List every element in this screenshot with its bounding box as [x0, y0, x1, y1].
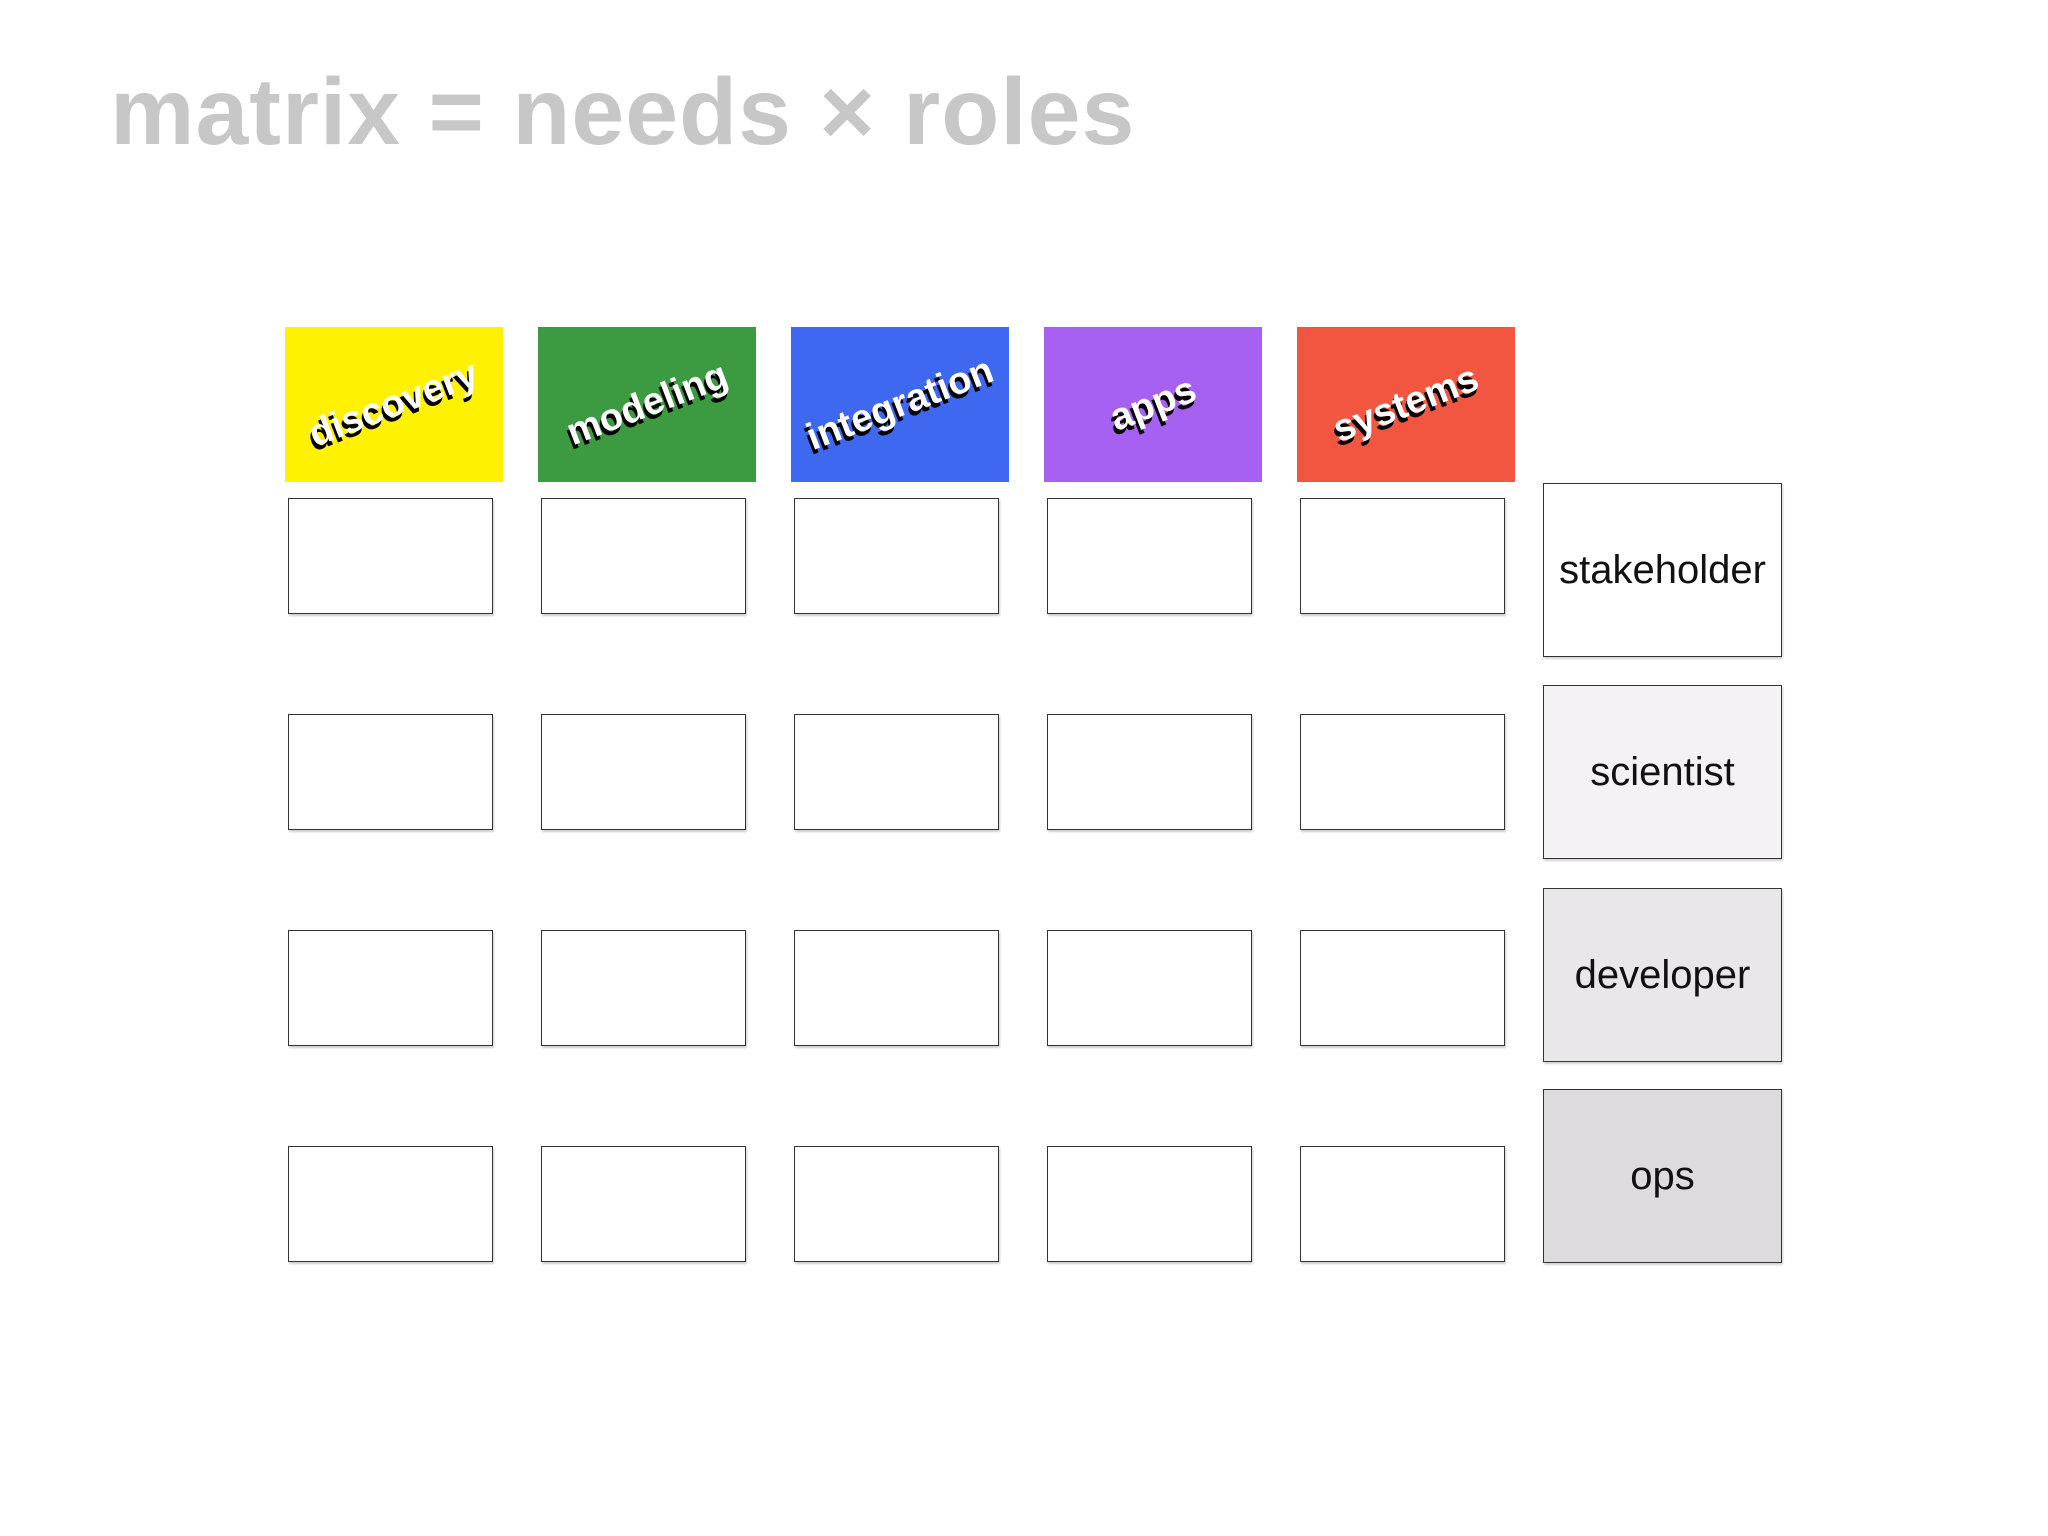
role-label-developer: developer [1543, 888, 1782, 1062]
need-header-label: discovery [303, 352, 485, 456]
role-label-text: ops [1630, 1153, 1695, 1198]
matrix-cell [541, 930, 746, 1046]
need-header-label: apps [1103, 368, 1202, 440]
matrix-cell [1300, 930, 1505, 1046]
role-label-text: scientist [1590, 749, 1735, 794]
need-header-label: integration [800, 349, 999, 459]
matrix-cell [794, 714, 999, 830]
matrix-cell [1300, 714, 1505, 830]
need-header-label: modeling [560, 354, 734, 454]
matrix-cell [794, 498, 999, 614]
slide-title: matrix = needs × roles [110, 59, 1136, 165]
matrix-cell [541, 498, 746, 614]
role-label-ops: ops [1543, 1089, 1782, 1263]
matrix-cell [288, 930, 493, 1046]
matrix-cell [1300, 498, 1505, 614]
need-header-modeling: modeling [538, 327, 756, 482]
need-header-apps: apps [1044, 327, 1262, 482]
role-label-stakeholder: stakeholder [1543, 483, 1782, 657]
matrix-cell [541, 714, 746, 830]
need-header-discovery: discovery [285, 327, 503, 482]
role-label-text: developer [1574, 952, 1751, 997]
matrix-cell [794, 930, 999, 1046]
need-header-systems: systems [1297, 327, 1515, 482]
matrix-cell [288, 1146, 493, 1262]
need-header-integration: integration [791, 327, 1009, 482]
matrix-cell [1300, 1146, 1505, 1262]
role-label-scientist: scientist [1543, 685, 1782, 859]
matrix-cell [1047, 498, 1252, 614]
matrix-cell [288, 714, 493, 830]
need-header-label: systems [1327, 357, 1485, 451]
matrix-cell [1047, 930, 1252, 1046]
matrix-cell [1047, 714, 1252, 830]
matrix-cell [288, 498, 493, 614]
matrix-cell [794, 1146, 999, 1262]
matrix-cell [1047, 1146, 1252, 1262]
matrix-cell [541, 1146, 746, 1262]
role-label-text: stakeholder [1559, 547, 1766, 592]
